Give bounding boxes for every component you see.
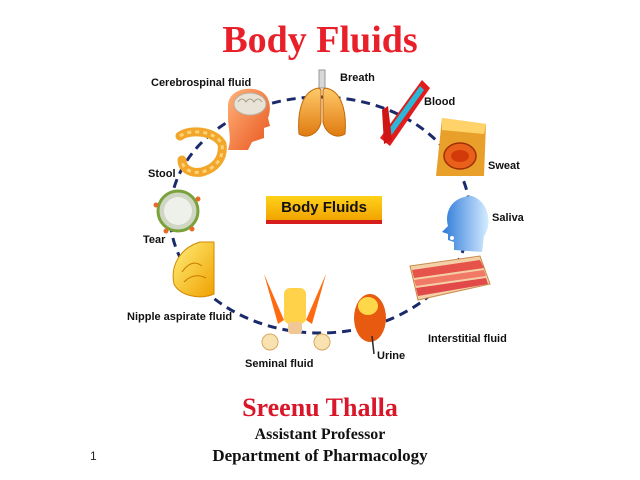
label-blood: Blood xyxy=(424,96,456,108)
kidney-icon xyxy=(354,294,386,355)
author-name: Sreenu Thalla xyxy=(242,393,398,422)
author-department: Department of Pharmacology xyxy=(212,446,428,465)
intestine-icon xyxy=(175,127,227,177)
page-number: 1 xyxy=(90,449,97,463)
sweat-gland-icon xyxy=(436,118,486,176)
saliva-head-icon xyxy=(442,196,489,252)
label-breath: Breath xyxy=(340,72,375,84)
lungs-icon xyxy=(298,69,346,137)
blood-vessel-icon xyxy=(380,80,430,146)
label-sweat: Sweat xyxy=(488,160,520,172)
label-urine: Urine xyxy=(377,350,406,362)
label-cerebrospinal: Cerebrospinal fluid xyxy=(151,77,252,89)
label-seminal: Seminal fluid xyxy=(245,358,314,370)
eye-icon xyxy=(153,189,201,234)
brain-head-icon xyxy=(228,88,270,150)
tissue-icon xyxy=(409,255,491,301)
label-saliva: Saliva xyxy=(492,212,524,224)
slide-title: Body Fluids xyxy=(222,19,418,61)
label-nipple: Nipple aspirate fluid xyxy=(127,311,233,323)
label-interstitial: Interstitial fluid xyxy=(428,333,507,345)
prostate-icon xyxy=(261,274,331,351)
author-role: Assistant Professor xyxy=(254,426,386,443)
label-stool: Stool xyxy=(148,168,176,180)
breast-icon xyxy=(172,241,215,298)
label-tear: Tear xyxy=(143,234,166,246)
center-badge: Body Fluids xyxy=(266,196,382,224)
